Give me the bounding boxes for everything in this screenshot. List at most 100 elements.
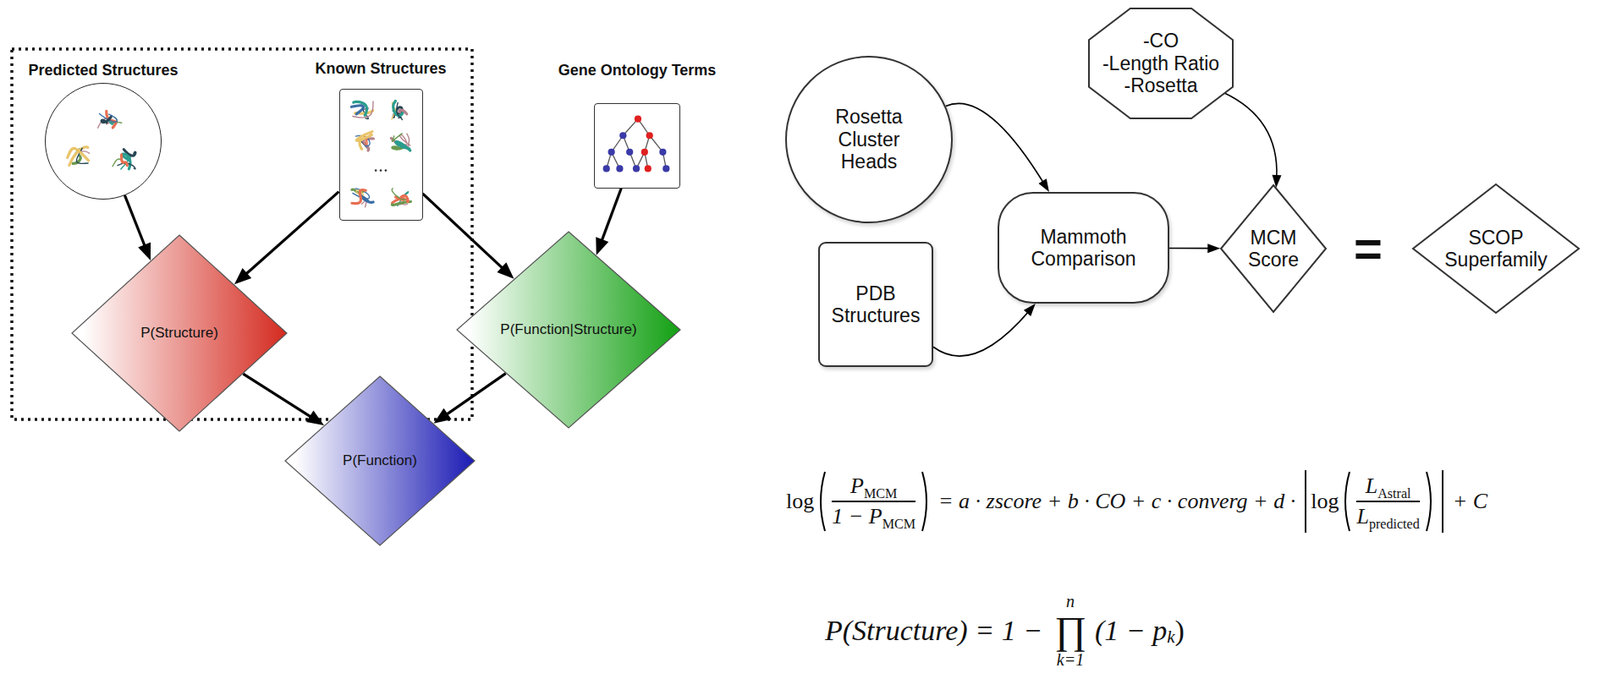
ellipsis-dot bbox=[373, 169, 377, 172]
tree-term bbox=[619, 131, 627, 139]
arrowhead bbox=[1023, 303, 1036, 317]
formula-text: MCM bbox=[882, 516, 916, 532]
connector-arrow bbox=[423, 193, 505, 270]
ellipsis-dot bbox=[384, 169, 387, 172]
fraction-line bbox=[1356, 500, 1419, 503]
diamond-outline bbox=[1413, 184, 1579, 314]
protein-cartoon bbox=[351, 101, 373, 118]
formula-text: P bbox=[850, 473, 864, 499]
numerator: LAstral bbox=[1365, 473, 1412, 500]
formula-text: + C bbox=[1452, 489, 1488, 515]
logit-formula: logPMCM1 − PMCM= a · zscore + b · CO + c… bbox=[786, 470, 1488, 534]
formula-text: (1 − p bbox=[1094, 614, 1167, 648]
tree-term bbox=[626, 148, 633, 155]
formula-text: P(Structure) = 1 − bbox=[824, 614, 1043, 648]
fraction: LAstralLpredicted bbox=[1356, 473, 1419, 530]
formula-text: ) bbox=[1175, 614, 1185, 648]
ellipsis-dot bbox=[379, 169, 382, 172]
diamond-outline bbox=[71, 235, 287, 432]
formula-text: 1 − P bbox=[831, 504, 882, 529]
structure-set: Known Structures bbox=[304, 60, 457, 221]
formula-text: Astral bbox=[1377, 486, 1411, 501]
connector-arrow bbox=[244, 192, 340, 276]
octagon-outline bbox=[1088, 8, 1233, 119]
diamond-outline bbox=[1220, 185, 1326, 313]
parenthesis bbox=[1424, 470, 1436, 534]
protein-cartoon bbox=[101, 116, 111, 122]
arrowhead bbox=[306, 410, 325, 425]
parenthesis bbox=[815, 470, 828, 534]
tree-term bbox=[641, 148, 649, 155]
decision-diamond: SCOP Superfamily bbox=[1412, 183, 1580, 314]
probability-formula: P(Structure) = 1 − n∏k=1 (1 − pk) bbox=[824, 592, 1185, 671]
ontology-box: Gene Ontology Terms bbox=[548, 61, 726, 189]
connector-arrow bbox=[1169, 247, 1210, 250]
formula-text: n bbox=[1066, 592, 1075, 612]
protein-cartoon bbox=[406, 133, 409, 148]
tree-term bbox=[615, 164, 623, 172]
illustration bbox=[45, 83, 161, 199]
feature-octagon: -CO-Length Ratio-Rosetta bbox=[1088, 7, 1234, 120]
tree-term bbox=[634, 115, 642, 122]
connector-arrow bbox=[600, 188, 622, 243]
node-label: MCM Score bbox=[1242, 226, 1305, 272]
fraction-line bbox=[831, 500, 916, 503]
tree-term bbox=[644, 164, 652, 172]
arrowhead bbox=[1207, 243, 1221, 253]
absolute-bar bbox=[1304, 470, 1307, 534]
parenthesis bbox=[1340, 470, 1353, 534]
protein-cartoon bbox=[121, 153, 128, 165]
protein-cartoon bbox=[398, 109, 407, 115]
node-label: Mammoth Comparison bbox=[1011, 225, 1156, 271]
formula-text: = a · zscore + b · CO + c · converg + d … bbox=[938, 489, 1296, 515]
tree-term bbox=[607, 148, 615, 155]
connector-arrow bbox=[933, 311, 1029, 357]
tree-term bbox=[662, 164, 670, 172]
formula-text: ∏ bbox=[1054, 611, 1087, 651]
arrowhead bbox=[595, 236, 609, 256]
node-label: -Rosetta bbox=[1124, 74, 1199, 97]
protein-cartoon bbox=[351, 189, 365, 204]
denominator: 1 − PMCM bbox=[831, 504, 916, 530]
tree-term bbox=[646, 131, 654, 139]
diamond-outline bbox=[285, 376, 475, 546]
input-box: PDB Structures bbox=[818, 241, 934, 368]
arrowhead bbox=[496, 262, 514, 279]
probability-diamond: P(Function|Structure) bbox=[456, 230, 682, 429]
formula-text: log bbox=[1310, 489, 1339, 515]
node-heading: Known Structures bbox=[314, 60, 446, 78]
protein-cartoon bbox=[352, 101, 367, 116]
protein-cartoon bbox=[351, 105, 363, 115]
connector-arrow bbox=[945, 103, 1045, 183]
illustration bbox=[340, 89, 423, 220]
formula-text: MCM bbox=[863, 486, 897, 501]
formula-text: L bbox=[1356, 504, 1369, 529]
illustration bbox=[594, 104, 680, 188]
numerator: PMCM bbox=[850, 473, 897, 500]
protein-cartoon bbox=[362, 138, 374, 151]
fraction: PMCM1 − PMCM bbox=[831, 473, 916, 530]
probability-diamond: P(Function) bbox=[284, 375, 476, 547]
node-heading: Predicted Structures bbox=[27, 61, 178, 80]
protein-cartoon bbox=[395, 141, 410, 151]
tree-term bbox=[603, 164, 611, 172]
protein-cartoon bbox=[360, 195, 373, 203]
equals-sign: = bbox=[1353, 224, 1383, 274]
connector-arrow bbox=[1223, 92, 1277, 178]
probability-diamond: P(Structure) bbox=[71, 234, 288, 433]
protein-cartoon bbox=[401, 195, 408, 202]
connector-arrow bbox=[124, 195, 146, 248]
protein-cartoon bbox=[391, 187, 407, 200]
protein-cartoon bbox=[98, 113, 117, 122]
node-label: SCOP Superfamily bbox=[1436, 226, 1556, 272]
formula-text: k=1 bbox=[1056, 650, 1084, 671]
process-box: Mammoth Comparison bbox=[997, 192, 1170, 304]
node-label: PDB Structures bbox=[822, 282, 930, 328]
arrowhead bbox=[1038, 178, 1050, 193]
protein-cartoon bbox=[356, 131, 373, 141]
decision-diamond: MCM Score bbox=[1220, 184, 1327, 314]
input-circle: Rosetta Cluster Heads bbox=[785, 55, 953, 224]
parenthesis bbox=[919, 470, 932, 534]
formula-text: k bbox=[1166, 626, 1175, 648]
